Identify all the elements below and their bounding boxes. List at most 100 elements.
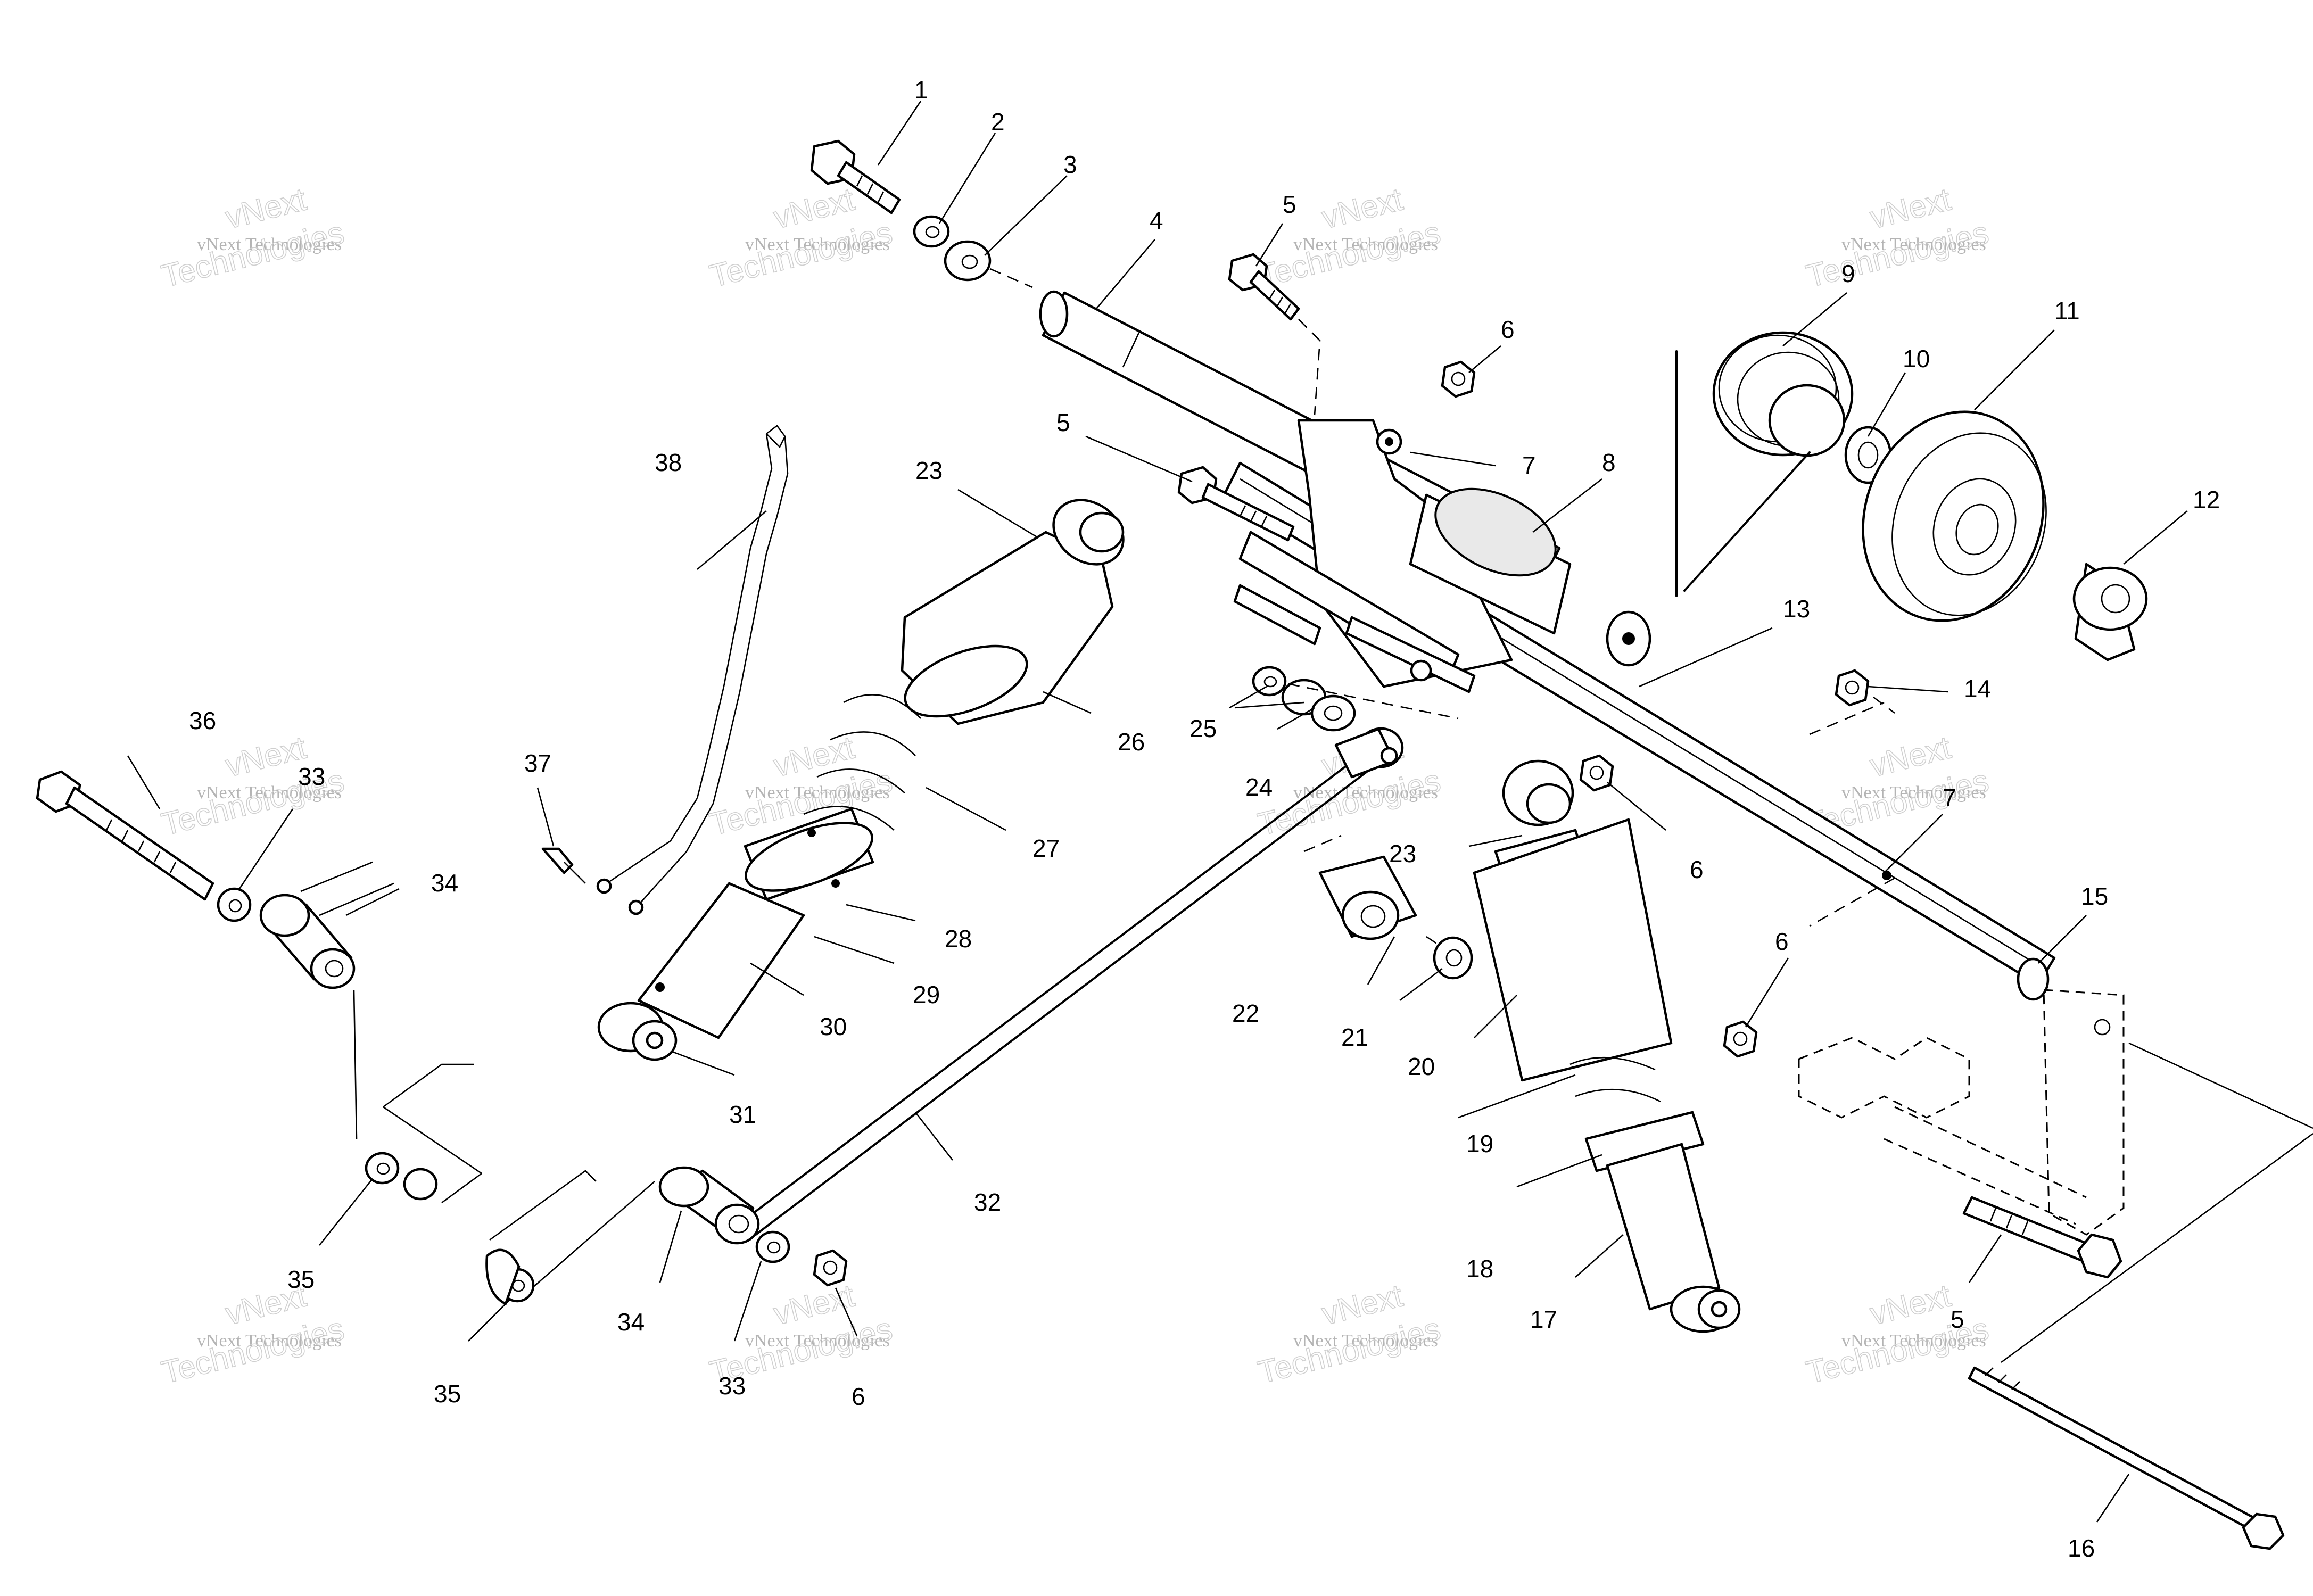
svg-text:vNext Technologies: vNext Technologies (1293, 235, 1438, 254)
callout-22: 22 (1232, 999, 1259, 1027)
washer-3 (944, 240, 1033, 288)
callout-2: 2 (991, 108, 1005, 136)
callout-3: 3 (1063, 151, 1077, 178)
callout-29: 29 (913, 981, 940, 1008)
phantom-lines (1809, 877, 2313, 1363)
sensor-wire (596, 425, 789, 915)
callout-9: 9 (1841, 260, 1855, 287)
callout-5: 5 (1056, 409, 1070, 436)
nut-14 (1809, 669, 1895, 735)
screw-37 (541, 847, 586, 884)
torsion-spring (1675, 331, 1854, 597)
watermark: vNext vNext Technologies Technologies (1254, 1277, 1444, 1391)
watermark: vNext vNext Technologies Technologies (158, 181, 348, 295)
bushing-24 (1281, 679, 1356, 732)
rear-shock-left (597, 499, 1125, 1061)
svg-text:vNext Technologies: vNext Technologies (197, 783, 342, 803)
svg-text:vNext Technologies: vNext Technologies (745, 783, 890, 803)
svg-text:vNext Technologies: vNext Technologies (745, 1331, 890, 1351)
callout-34: 34 (617, 1308, 645, 1336)
washer-33-bottom (755, 1230, 790, 1263)
bushing-22 (1303, 834, 1443, 948)
callout-33: 33 (718, 1372, 746, 1400)
callout-12: 12 (2193, 486, 2220, 514)
callout-23: 23 (915, 457, 943, 484)
washer-21 (1433, 936, 1473, 980)
watermark: vNext vNext Technologies Technologies (706, 729, 896, 843)
callout-23: 23 (1389, 840, 1416, 867)
pivot-shaft-assembly (1039, 290, 1651, 693)
svg-text:vNext Technologies: vNext Technologies (1841, 783, 1986, 803)
callout-38: 38 (655, 449, 682, 476)
long-bolt-16 (1968, 1366, 2285, 1550)
callout-10: 10 (1903, 345, 1930, 373)
svg-text:vNext Technologies: vNext Technologies (1293, 783, 1438, 803)
bolt-36 (36, 770, 214, 901)
watermark: vNext vNext Technologies Technologies (158, 1277, 348, 1391)
callout-13: 13 (1783, 595, 1810, 623)
callout-26: 26 (1118, 728, 1145, 756)
svg-text:vNext Technologies: vNext Technologies (1841, 235, 1986, 254)
nut-6-mid (1579, 754, 1614, 792)
callout-24: 24 (1245, 773, 1273, 801)
svg-text:vNext Technologies: vNext Technologies (745, 235, 890, 254)
callout-7: 7 (1943, 784, 1956, 812)
callout-1: 1 (914, 76, 928, 104)
watermark: vNext vNext Technologies Technologies (1802, 181, 1993, 295)
callout-37: 37 (524, 749, 551, 777)
callout-20: 20 (1408, 1053, 1435, 1080)
rod-end-34-bottom (658, 1166, 760, 1245)
washer-25 (1252, 666, 1459, 720)
watermark: vNext vNext Technologies Technologies (1802, 1277, 1993, 1391)
nut-6-right (1723, 1020, 1758, 1058)
callout-4: 4 (1150, 206, 1163, 234)
callout-6: 6 (1690, 856, 1704, 883)
callout-19: 19 (1466, 1130, 1493, 1157)
bolt-1 (810, 139, 901, 214)
part-labels: 1 2 3 4 5 6 5 7 8 9 10 11 12 13 14 7 15 … (189, 76, 2220, 1562)
bolt-5-lower (1962, 1196, 2122, 1279)
nut-6-bottom (813, 1249, 848, 1287)
callout-34: 34 (431, 869, 458, 897)
callout-36: 36 (189, 707, 216, 734)
svg-text:vNext Technologies: vNext Technologies (1293, 1331, 1438, 1351)
svg-text:vNext Technologies: vNext Technologies (197, 1331, 342, 1351)
washer-2 (913, 215, 950, 248)
washer-35-bottom (485, 1170, 655, 1305)
callout-8: 8 (1602, 449, 1616, 476)
callout-27: 27 (1032, 834, 1060, 862)
leader-lines (127, 101, 2188, 1523)
callout-14: 14 (1964, 675, 1991, 702)
svg-text:vNext Technologies: vNext Technologies (197, 235, 342, 254)
washer-35-left (365, 1063, 482, 1204)
callout-17: 17 (1530, 1305, 1557, 1333)
callout-6: 6 (852, 1383, 865, 1410)
spacer-12 (2072, 563, 2148, 661)
callout-32: 32 (974, 1188, 1001, 1216)
svg-text:vNext Technologies: vNext Technologies (1841, 1331, 1986, 1351)
idler-wheel (1862, 410, 2047, 622)
callout-31: 31 (729, 1101, 756, 1128)
watermark: vNext vNext Technologies Technologies (706, 181, 896, 295)
callout-15: 15 (2081, 882, 2108, 910)
callout-18: 18 (1466, 1255, 1493, 1283)
callout-5: 5 (1951, 1305, 1964, 1333)
limiter-rod (741, 727, 1404, 1236)
callout-7: 7 (1522, 451, 1536, 479)
callout-25: 25 (1189, 715, 1217, 742)
callout-33: 33 (298, 763, 325, 790)
washer-33-left (217, 887, 252, 922)
callout-6: 6 (1501, 316, 1515, 343)
bolt-5-mid (1177, 466, 1295, 542)
callout-35: 35 (434, 1380, 461, 1408)
nut-6-top (1441, 360, 1476, 398)
callout-16: 16 (2068, 1534, 2095, 1562)
callout-11: 11 (2054, 297, 2080, 325)
callout-28: 28 (945, 925, 972, 953)
rear-shock-right (1473, 759, 1741, 1333)
callout-21: 21 (1341, 1023, 1368, 1051)
callout-30: 30 (820, 1013, 847, 1040)
callout-6: 6 (1775, 928, 1789, 955)
lower-bracket (1798, 989, 2125, 1236)
